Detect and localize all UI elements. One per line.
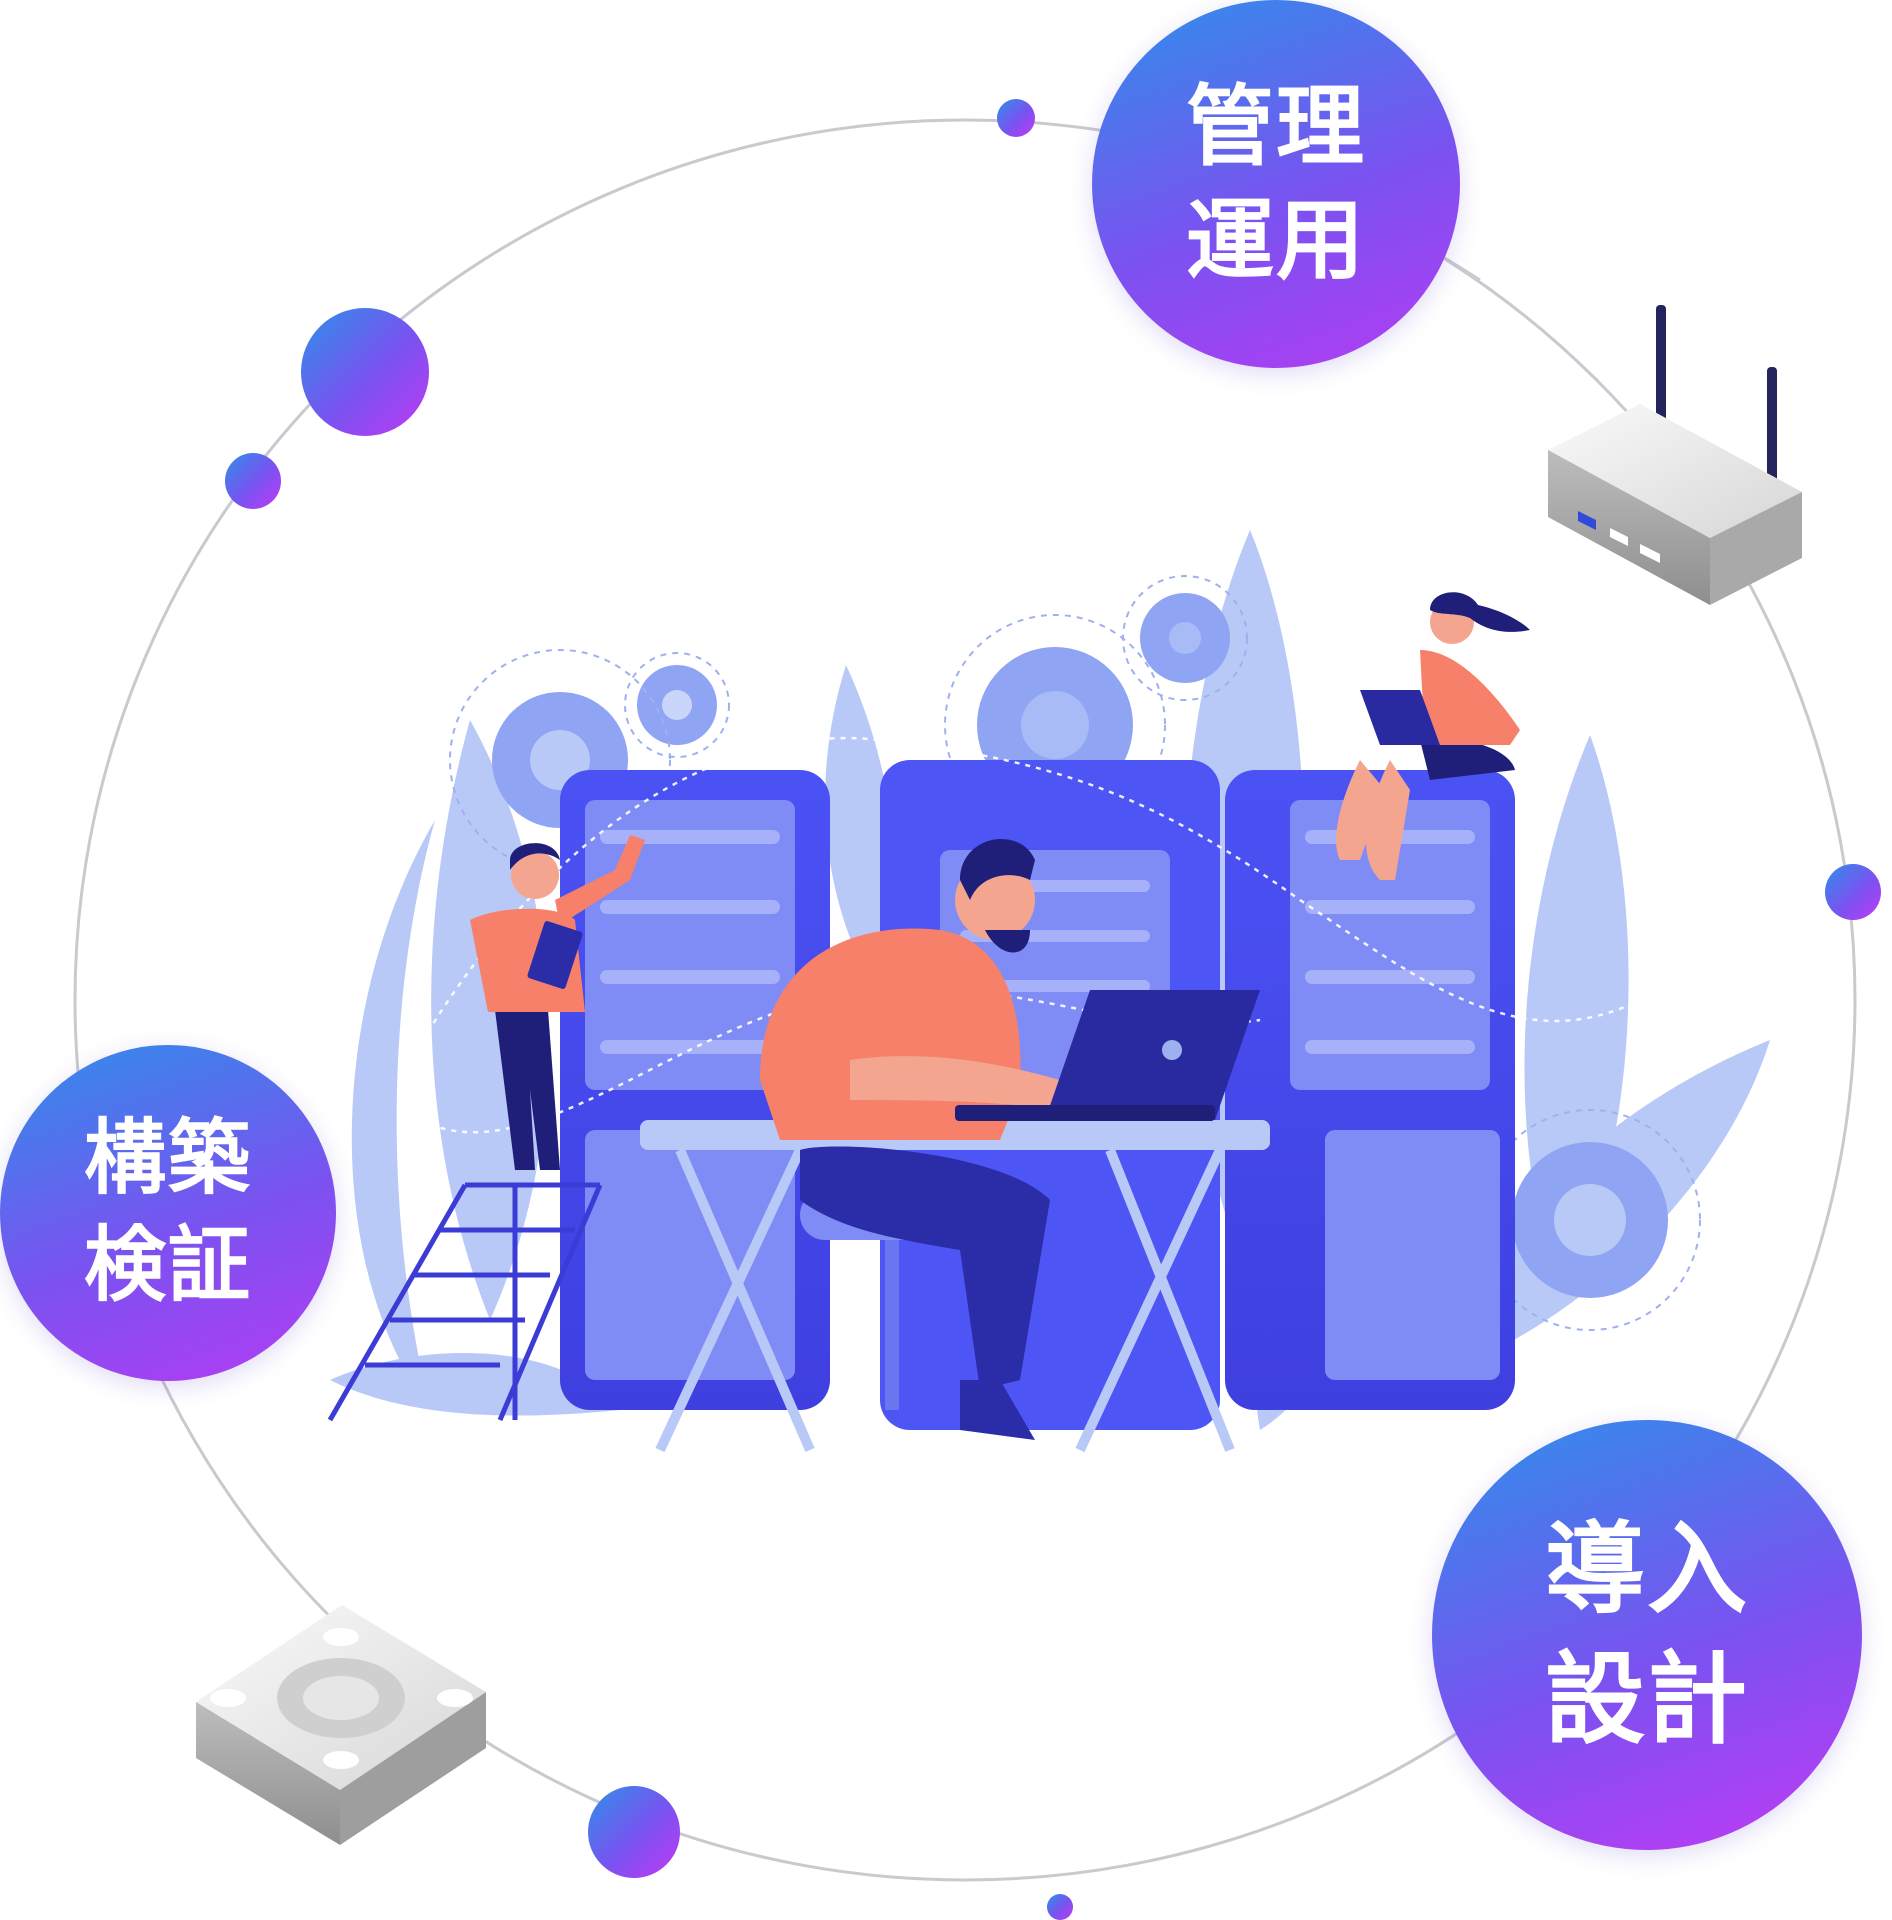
ring-connector xyxy=(1439,253,1481,282)
person-icon xyxy=(470,835,645,1170)
orbit-dot xyxy=(225,453,281,509)
bubble-label-line2: 設計 xyxy=(1545,1641,1749,1758)
orbit-ring xyxy=(73,118,1857,1882)
phase-bubble-build-verify: 構築 検証 xyxy=(0,1045,336,1381)
bubble-label-line1: 管理 xyxy=(1185,74,1366,178)
bubble-label-line2: 運用 xyxy=(1185,189,1366,292)
person-icon xyxy=(760,838,1060,1440)
bubble-label-line1: 導入 xyxy=(1545,1511,1749,1628)
phase-bubble-introduce-design: 導入 設計 xyxy=(1432,1420,1862,1850)
switch-icon xyxy=(196,1605,486,1845)
orbit-dot xyxy=(301,308,429,436)
laptop-icon xyxy=(955,990,1260,1121)
orbit-dot xyxy=(588,1786,680,1878)
phase-bubble-manage-operate: 管理 運用 xyxy=(1092,0,1460,368)
orbit-dot xyxy=(1047,1894,1073,1920)
router-icon xyxy=(1548,305,1802,605)
bubble-label-line2: 検証 xyxy=(83,1218,252,1313)
orbit-dot xyxy=(997,99,1035,137)
orbit-dot xyxy=(1825,864,1881,920)
bubble-label-line1: 構築 xyxy=(83,1111,252,1207)
ladder-icon xyxy=(327,1182,603,1422)
person-icon xyxy=(1336,592,1530,880)
